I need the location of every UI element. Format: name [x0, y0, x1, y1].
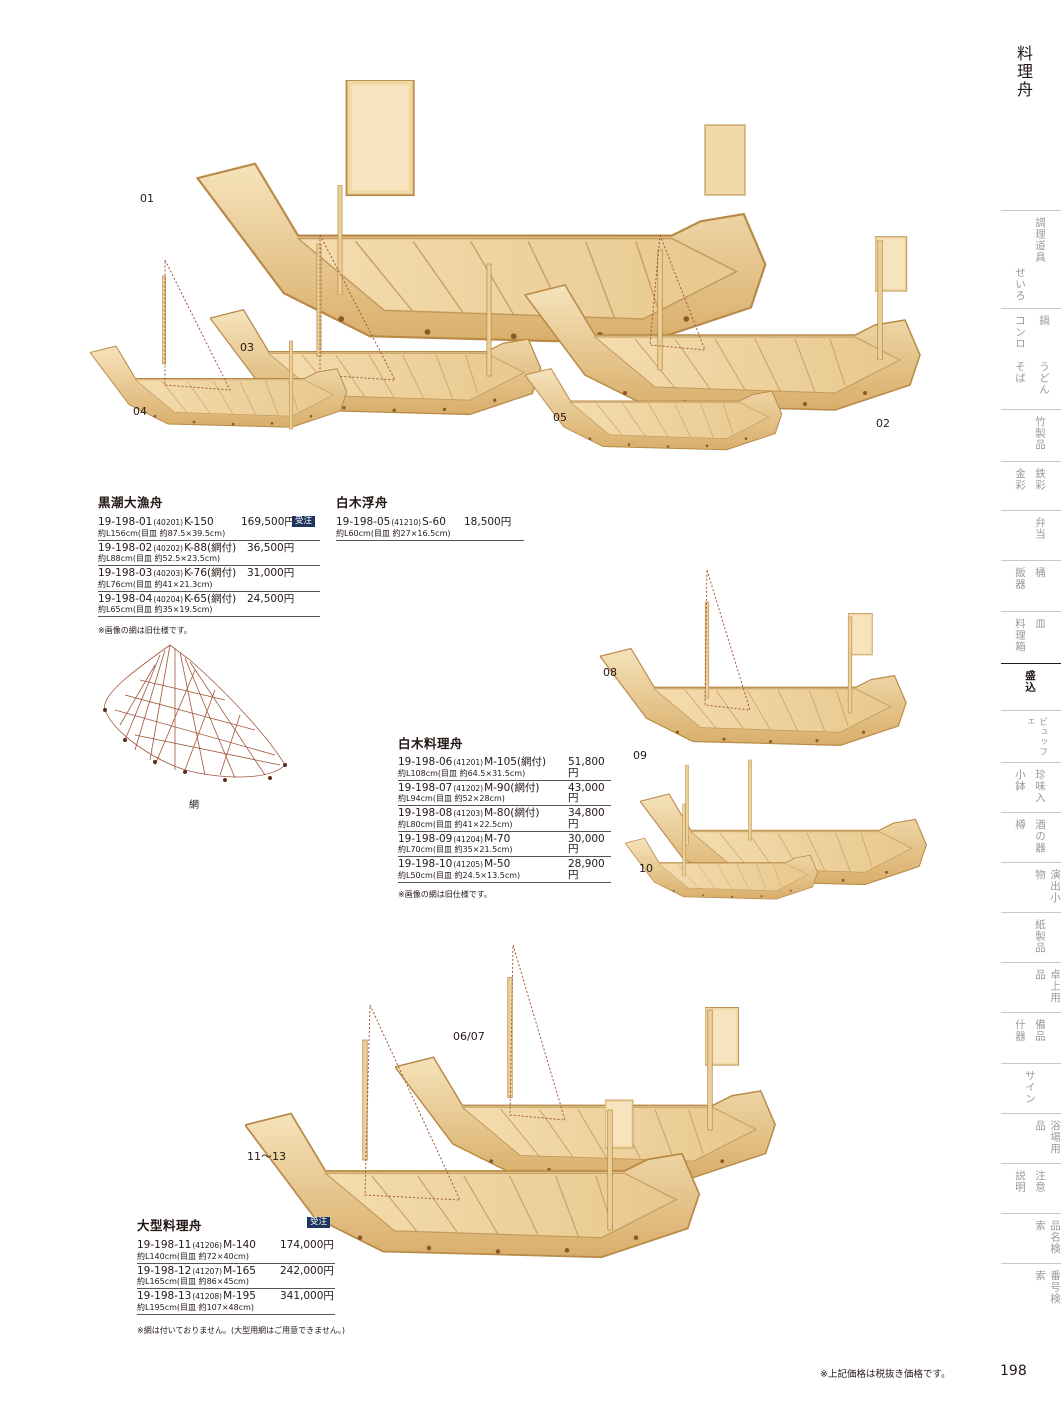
- page-number: 198: [1000, 1363, 1027, 1379]
- tab-oke[interactable]: 桶 飯器: [1001, 560, 1061, 612]
- tab-plates[interactable]: 皿 料理箱: [1001, 611, 1061, 664]
- table-row: 19-198-13(41208)M-195 341,000円 約L195cm(目…: [137, 1289, 335, 1315]
- tab-paper[interactable]: 紙製品: [1001, 912, 1061, 963]
- tab-bento[interactable]: 弁当: [1001, 510, 1061, 561]
- tab-name-search[interactable]: 品名検索: [1001, 1213, 1061, 1264]
- boat-photo-11-13: [245, 1004, 701, 1259]
- boat-photo-01: [196, 80, 767, 345]
- tab-iron-gold[interactable]: 鉄彩 金彩: [1001, 461, 1061, 511]
- tab-buffet[interactable]: ビュッフェ: [1001, 710, 1061, 763]
- photo-label-04: 04: [133, 405, 147, 418]
- tab-bath[interactable]: 浴場用品: [1001, 1113, 1061, 1164]
- net-caption: 網: [189, 800, 199, 811]
- boat-photo-10: [625, 803, 819, 900]
- group-title-shiraki-ryori: 白木料理舟: [398, 736, 464, 751]
- fishing-net-image: [103, 644, 287, 782]
- price: 43,000円: [568, 781, 605, 804]
- note-ogata: ※網は付いておりません。(大型用網はご用意できません。): [137, 1326, 345, 1335]
- photo-label-06-07: 06/07: [453, 1030, 485, 1043]
- photo-label-11-13: 11〜13: [247, 1150, 286, 1163]
- table-row: 19-198-07(41202)M-90(網付) 43,000円 約L94cm(…: [398, 781, 611, 806]
- tab-chinmi[interactable]: 珍味入 小鉢: [1001, 762, 1061, 813]
- tab-pots[interactable]: 鍋 コンロ うどん そば: [1001, 308, 1061, 410]
- price: 18,500円: [464, 516, 512, 528]
- tab-props[interactable]: 演出小物: [1001, 862, 1061, 913]
- tab-number-search[interactable]: 番号検索: [1001, 1263, 1061, 1314]
- photo-label-05: 05: [553, 411, 567, 424]
- table-row: 19-198-10(41205)M-50 28,900円 約L50cm(目皿 約…: [398, 857, 611, 883]
- tab-tabletop[interactable]: 卓上用品: [1001, 962, 1061, 1013]
- tax-note: ※上記価格は税抜き価格です。: [820, 1369, 951, 1380]
- table-row: 19-198-12(41207)M-165 242,000円 約L165cm(目…: [137, 1264, 335, 1289]
- tab-sake[interactable]: 酒の器 樽: [1001, 812, 1061, 863]
- photo-label-08: 08: [603, 666, 617, 679]
- price-table-shiraki-ryori: 19-198-06(41201)M-105(網付) 51,800円 約L108c…: [398, 755, 611, 883]
- order-badge: 受注: [292, 516, 316, 528]
- tab-notes[interactable]: 注意 説明: [1001, 1163, 1061, 1214]
- price: 169,500円: [241, 516, 295, 528]
- group-title-shiraki-uki: 白木浮舟: [336, 495, 389, 510]
- group-title-ogata: 大型料理舟: [137, 1218, 203, 1233]
- table-row: 19-198-02(40202)K-88(網付) 36,500円 約L88cm(…: [98, 541, 320, 566]
- photo-label-03: 03: [240, 341, 254, 354]
- price-table-kuroshio: 19-198-01(40201)K-150 169,500円 受注 約L156c…: [98, 515, 320, 617]
- section-header: 料理舟: [1014, 45, 1033, 99]
- tab-fixtures[interactable]: 備品 什器: [1001, 1012, 1061, 1064]
- price: 28,900円: [568, 858, 605, 881]
- table-row: 19-198-11(41206)M-140 174,000円 約L140cm(目…: [137, 1238, 335, 1264]
- side-index: 料理舟 調理道具 せいろ 鍋 コンロ うどん そば 竹製品 鉄彩 金彩 弁当 桶…: [1001, 0, 1061, 1401]
- price: 51,800円: [568, 756, 605, 779]
- boat-photo-02: [524, 234, 921, 411]
- boat-photo-05: [525, 367, 783, 451]
- photo-label-01: 01: [140, 192, 154, 205]
- price: 24,500円: [247, 592, 295, 605]
- price: 341,000円: [280, 1290, 334, 1302]
- photo-label-09: 09: [633, 749, 647, 762]
- tab-sign[interactable]: サイン: [1001, 1063, 1061, 1114]
- price: 31,000円: [247, 567, 295, 579]
- price: 34,800円: [568, 807, 605, 830]
- note-shiraki-ryori: ※画像の網は旧仕様です。: [398, 890, 492, 899]
- table-row: 19-198-09(41204)M-70 30,000円 約L70cm(目皿 約…: [398, 832, 611, 857]
- note-kuroshio: ※画像の網は旧仕様です。: [98, 626, 192, 635]
- photo-label-10: 10: [639, 862, 653, 875]
- group-title-kuroshio: 黒潮大漁舟: [98, 495, 164, 510]
- boat-photo-08: [600, 569, 907, 747]
- price: 242,000円: [280, 1264, 334, 1277]
- price: 30,000円: [568, 832, 605, 855]
- tab-bamboo[interactable]: 竹製品: [1001, 409, 1061, 462]
- boat-photo-04: [90, 259, 348, 430]
- photo-label-02: 02: [876, 417, 890, 430]
- tab-morikomi[interactable]: 盛込: [1001, 663, 1061, 711]
- table-row: 19-198-05(41210)S-60 18,500円 約L60cm(目皿 約…: [336, 515, 524, 541]
- table-row: 19-198-01(40201)K-150 169,500円 受注 約L156c…: [98, 515, 320, 541]
- tab-cooking-tools[interactable]: 調理道具 せいろ: [1001, 210, 1061, 309]
- price: 174,000円: [280, 1239, 334, 1251]
- price-table-shiraki-uki: 19-198-05(41210)S-60 18,500円 約L60cm(目皿 約…: [336, 515, 524, 541]
- table-row: 19-198-03(40203)K-76(網付) 31,000円 約L76cm(…: [98, 566, 320, 592]
- price: 36,500円: [247, 541, 295, 554]
- boat-photo-03: [210, 234, 542, 416]
- price-table-ogata: 19-198-11(41206)M-140 174,000円 約L140cm(目…: [137, 1238, 335, 1315]
- order-badge: 受注: [307, 1217, 331, 1229]
- table-row: 19-198-06(41201)M-105(網付) 51,800円 約L108c…: [398, 755, 611, 781]
- table-row: 19-198-04(40204)K-65(網付) 24,500円 約L65cm(…: [98, 592, 320, 617]
- table-row: 19-198-08(41203)M-80(網付) 34,800円 約L80cm(…: [398, 806, 611, 832]
